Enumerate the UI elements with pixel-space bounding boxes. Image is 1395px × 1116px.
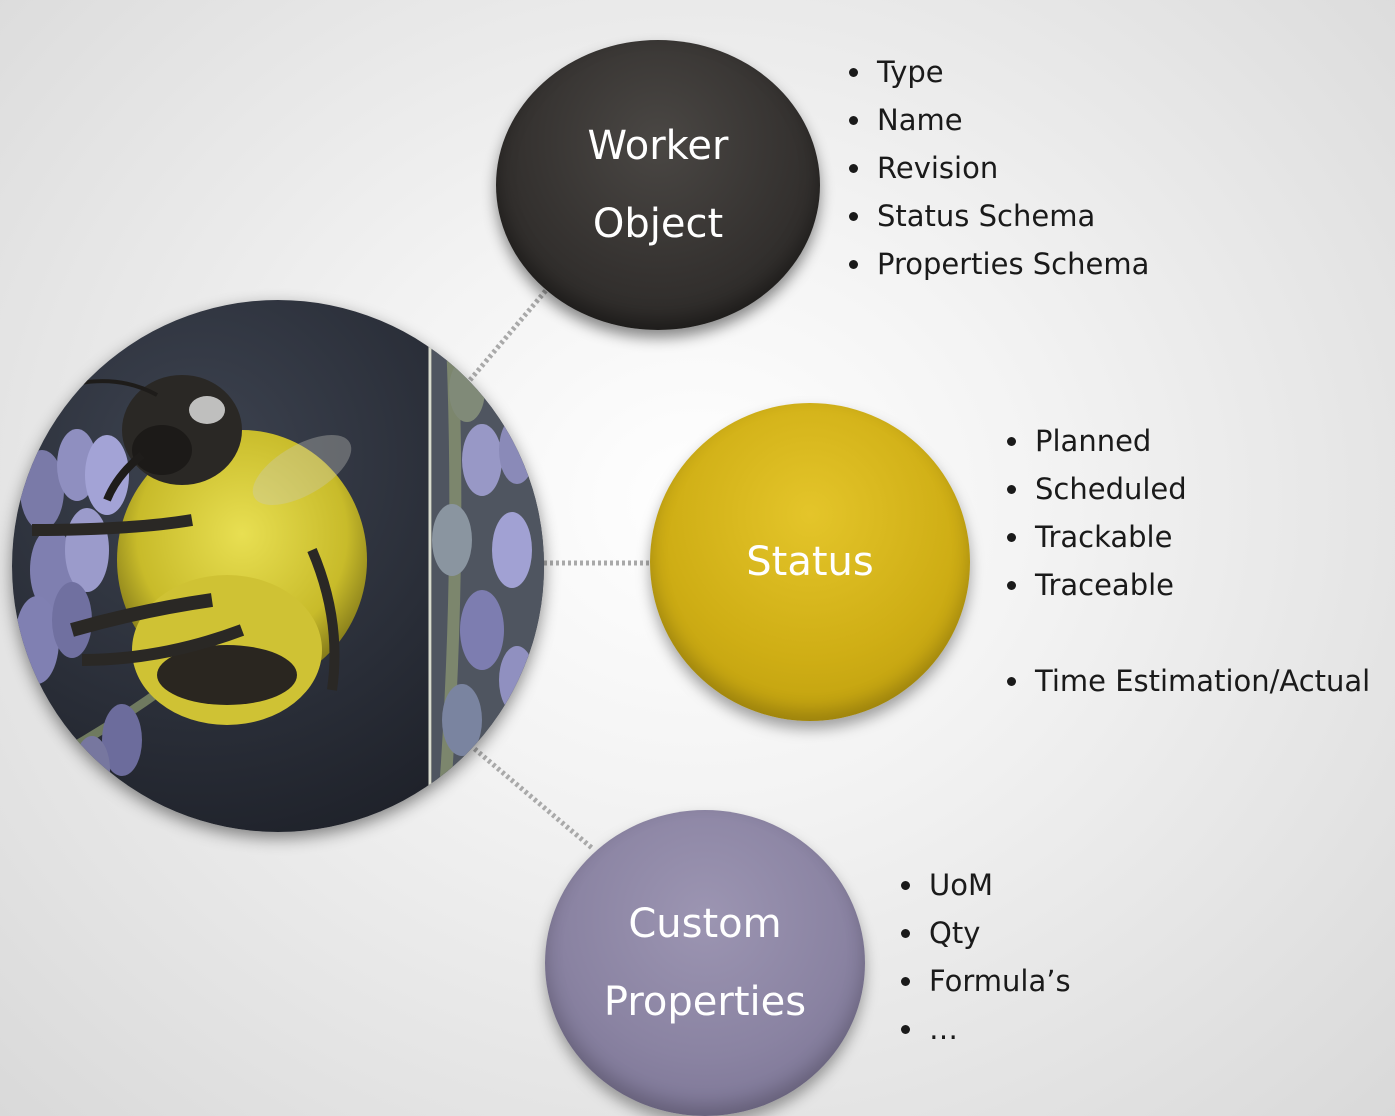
list-item: Status Schema — [845, 192, 1149, 240]
list-item: Properties Schema — [845, 240, 1149, 288]
status-node: Status — [650, 403, 970, 721]
list-item: Trackable — [1003, 513, 1370, 561]
status-title: Status — [746, 539, 874, 585]
list-item: Name — [845, 96, 1149, 144]
list-item: UoM — [897, 861, 1071, 909]
connector-custom — [468, 743, 594, 850]
custom-properties-node: Custom Properties — [545, 810, 865, 1116]
status-list: Planned Scheduled Trackable Traceable Ti… — [1003, 417, 1370, 705]
bee-photo — [12, 300, 544, 832]
worker-object-title-line1: Worker — [587, 123, 729, 169]
list-item: Qty — [897, 909, 1071, 957]
list-item: Revision — [845, 144, 1149, 192]
list-item: … — [897, 1005, 1071, 1053]
custom-properties-list: UoM Qty Formula’s … — [897, 861, 1071, 1053]
list-item: Traceable — [1003, 561, 1370, 609]
list-item: Scheduled — [1003, 465, 1370, 513]
connector-worker — [468, 286, 550, 382]
custom-properties-title-line1: Custom — [628, 901, 782, 947]
worker-object-title-line2: Object — [592, 201, 724, 247]
list-item: Type — [845, 48, 1149, 96]
list-item: Planned — [1003, 417, 1370, 465]
bee-on-lavender-image — [12, 300, 544, 832]
list-item: Formula’s — [897, 957, 1071, 1005]
worker-object-node: Worker Object — [496, 40, 820, 330]
custom-properties-title-line2: Properties — [603, 979, 807, 1025]
list-item: Time Estimation/Actual — [1003, 657, 1370, 705]
worker-object-list: Type Name Revision Status Schema Propert… — [845, 48, 1149, 288]
